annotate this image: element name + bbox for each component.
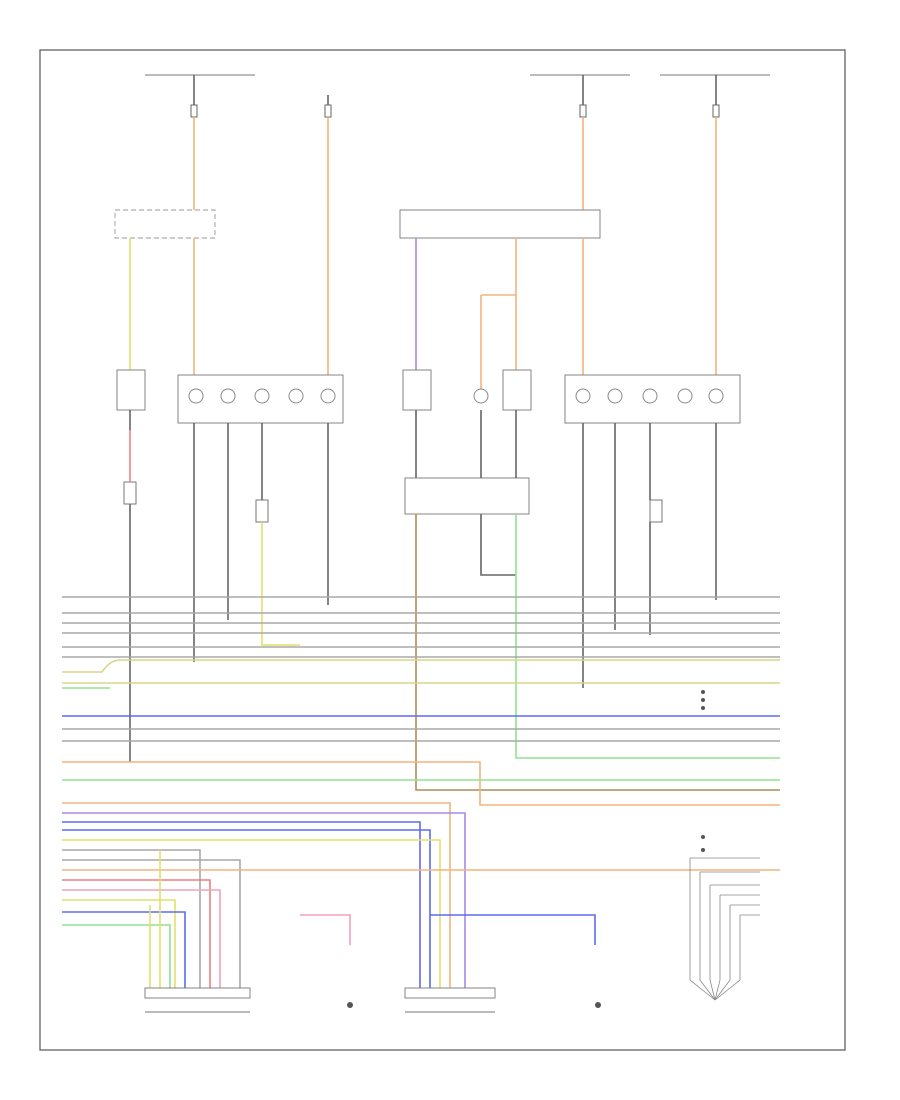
right-tail-lamp — [564, 374, 741, 424]
drop-wires — [129, 410, 780, 791]
center-lamps — [402, 369, 532, 411]
left-trailer-lamp — [116, 369, 146, 411]
left-tail-lamp — [177, 374, 344, 424]
right-terminals — [701, 690, 705, 852]
connector-bottom-left — [144, 987, 251, 1013]
lamp-feed-wires — [129, 210, 584, 395]
inline-devices — [123, 481, 663, 523]
relay-box-left — [114, 209, 216, 239]
center-relay-module — [404, 477, 530, 515]
relay-box-center — [399, 209, 601, 239]
bottom-right-fan — [689, 857, 760, 1001]
harness-buses — [62, 596, 780, 990]
feed-wires — [193, 75, 717, 395]
diagram-frame — [39, 49, 846, 1051]
connector-bottom-center — [404, 987, 496, 1013]
fuse-symbols — [190, 104, 720, 118]
ground-symbols — [347, 1002, 601, 1008]
